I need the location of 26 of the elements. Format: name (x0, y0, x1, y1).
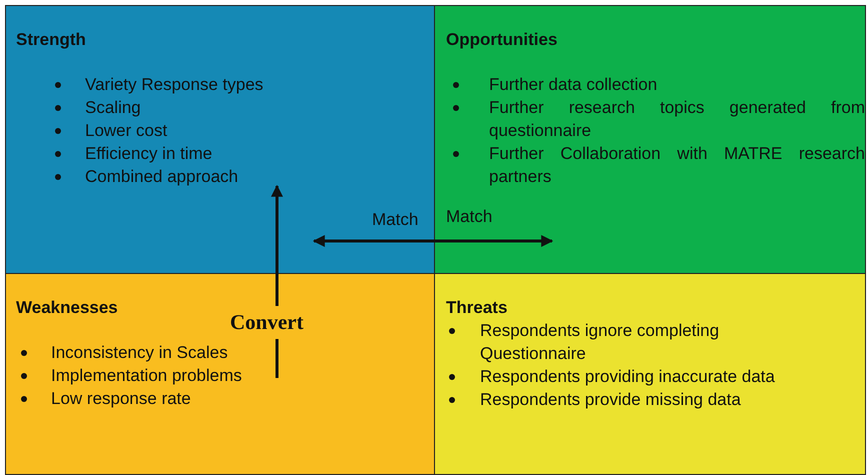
quadrant-heading: Strength (16, 30, 86, 50)
edge-label: Convert (230, 306, 304, 339)
quadrant-panel (434, 273, 866, 475)
quadrant-panel (434, 5, 866, 274)
list-item: Scaling (85, 97, 142, 119)
quadrant-panel (5, 5, 435, 274)
list-item: Implementation problems (51, 365, 243, 387)
list-item: Low response rate (51, 388, 192, 410)
quadrant-heading: Threats (446, 298, 508, 318)
list-item: Inconsistency in Scales (51, 342, 229, 364)
list-item: Further data collection (489, 74, 658, 96)
list-item: Efficiency in time (85, 143, 214, 165)
quadrant-panel (5, 273, 435, 475)
list-item: Combined approach (85, 166, 240, 188)
list-item: Further Collaboration with MATRE research partners (489, 143, 865, 188)
list-item: Respondents provide missing data (480, 389, 742, 411)
list-item: Variety Response types (85, 74, 264, 96)
list-item: Respondents providing inaccurate data (480, 366, 776, 388)
edge-label: Match (372, 210, 418, 230)
arrow (312, 235, 554, 247)
list-item: Further research topics generated from questionnaire (489, 97, 865, 142)
label-text: Match (446, 207, 492, 227)
quadrant-heading: Weaknesses (16, 298, 118, 318)
list-item: Respondents ignore completing Questionnaire (480, 320, 720, 365)
list-item: Lower cost (85, 120, 168, 142)
quadrant-heading: Opportunities (446, 30, 558, 50)
